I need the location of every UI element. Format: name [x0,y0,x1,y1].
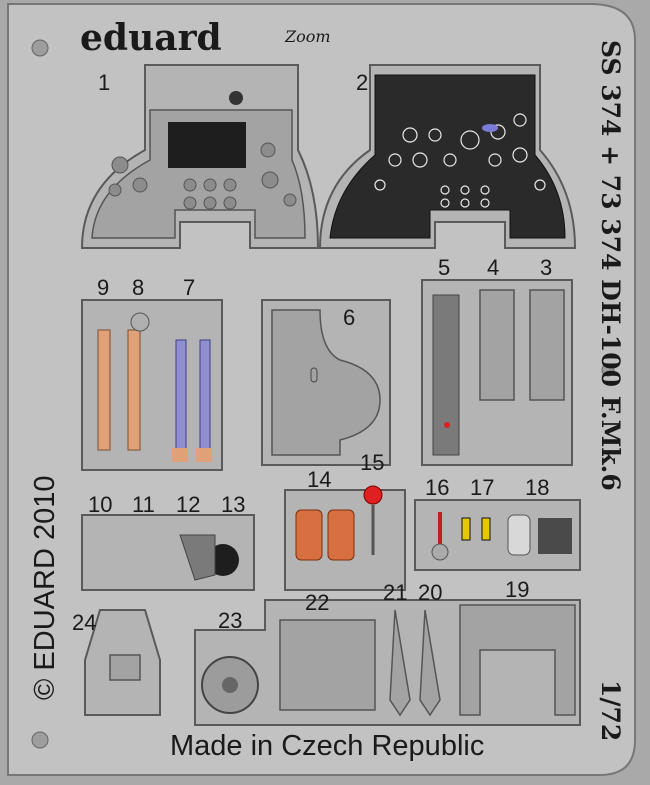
part-label-13: 13 [221,492,245,517]
part-1-instrument-panel [80,64,320,249]
part-label-9: 9 [97,275,109,300]
scale-text: 1/72 [596,680,625,741]
mount-hole [31,39,49,57]
parts-16-18 [414,499,581,571]
part-label-20: 20 [418,580,442,605]
part-label-16: 16 [425,475,449,500]
part-label-24: 24 [72,610,96,635]
part-label-5: 5 [438,255,450,280]
parts-7-9-harness [81,299,223,471]
copyright-text: © EDUARD 2010 [29,476,61,700]
part-label-3: 3 [540,255,552,280]
zoom-logo: Zoom [284,27,331,46]
part-label-15: 15 [360,450,384,475]
origin-text: Made in Czech Republic [170,730,484,762]
part-label-14: 14 [307,467,331,492]
part-2-instrument-face [318,64,577,249]
mount-hole [601,363,615,377]
part-label-12: 12 [176,492,200,517]
parts-14-15 [284,485,406,591]
part-label-11: 11 [132,492,155,517]
parts-3-5 [421,279,573,466]
part-label-8: 8 [132,275,144,300]
part-24 [84,609,161,716]
part-label-21: 21 [383,580,407,605]
part-6-seat-back [261,299,391,466]
part-label-18: 18 [525,475,549,500]
part-label-19: 19 [505,577,529,602]
parts-19-23 [194,599,581,726]
part-label-6: 6 [343,305,355,330]
parts-10-13 [81,514,255,591]
part-label-4: 4 [487,255,499,280]
part-label-10: 10 [88,492,112,517]
product-code: SS 374 + 73 374 DH-100 F.Mk.6 [596,40,625,491]
part-label-7: 7 [183,275,195,300]
mount-hole [31,731,49,749]
part-label-2: 2 [356,70,368,95]
brand-logo: eduard [80,17,222,59]
part-label-17: 17 [470,475,494,500]
part-label-22: 22 [305,590,329,615]
part-label-1: 1 [98,70,110,95]
part-label-23: 23 [218,608,242,633]
